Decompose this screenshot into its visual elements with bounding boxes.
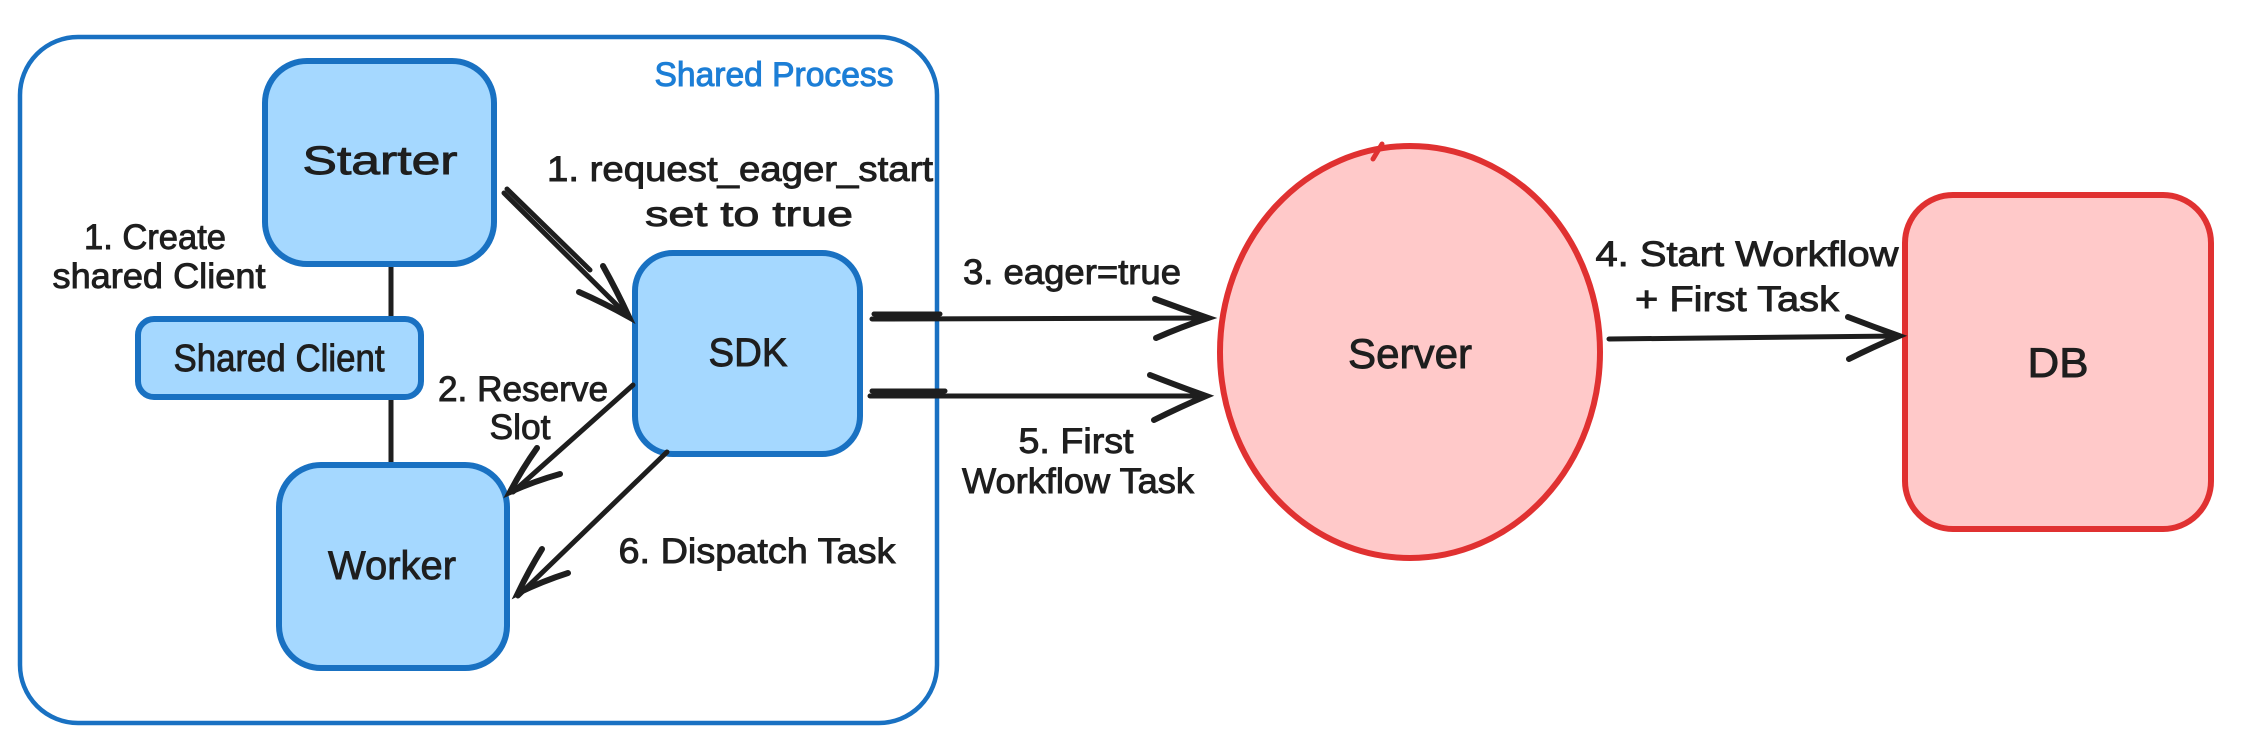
svg-text:DB: DB — [2028, 339, 2089, 386]
svg-text:3. eager=true: 3. eager=true — [963, 253, 1181, 292]
svg-text:set to true: set to true — [645, 195, 853, 234]
svg-text:Slot: Slot — [490, 408, 551, 447]
svg-text:+ First Task: + First Task — [1635, 280, 1840, 319]
svg-text:Shared Client: Shared Client — [174, 338, 385, 380]
svg-text:SDK: SDK — [709, 331, 788, 375]
svg-text:Starter: Starter — [303, 139, 458, 183]
svg-text:Shared Process: Shared Process — [655, 56, 894, 94]
svg-text:Worker: Worker — [328, 544, 456, 588]
svg-text:6. Dispatch Task: 6. Dispatch Task — [619, 532, 897, 571]
svg-text:2. Reserve: 2. Reserve — [438, 370, 608, 409]
svg-text:Workflow Task: Workflow Task — [962, 462, 1195, 501]
svg-text:Server: Server — [1348, 330, 1472, 377]
svg-text:shared Client: shared Client — [53, 257, 266, 296]
svg-text:1. request_eager_start: 1. request_eager_start — [547, 150, 933, 189]
svg-text:5. First: 5. First — [1019, 422, 1134, 461]
svg-text:4. Start Workflow: 4. Start Workflow — [1596, 235, 1900, 274]
svg-text:1. Create: 1. Create — [84, 218, 226, 257]
